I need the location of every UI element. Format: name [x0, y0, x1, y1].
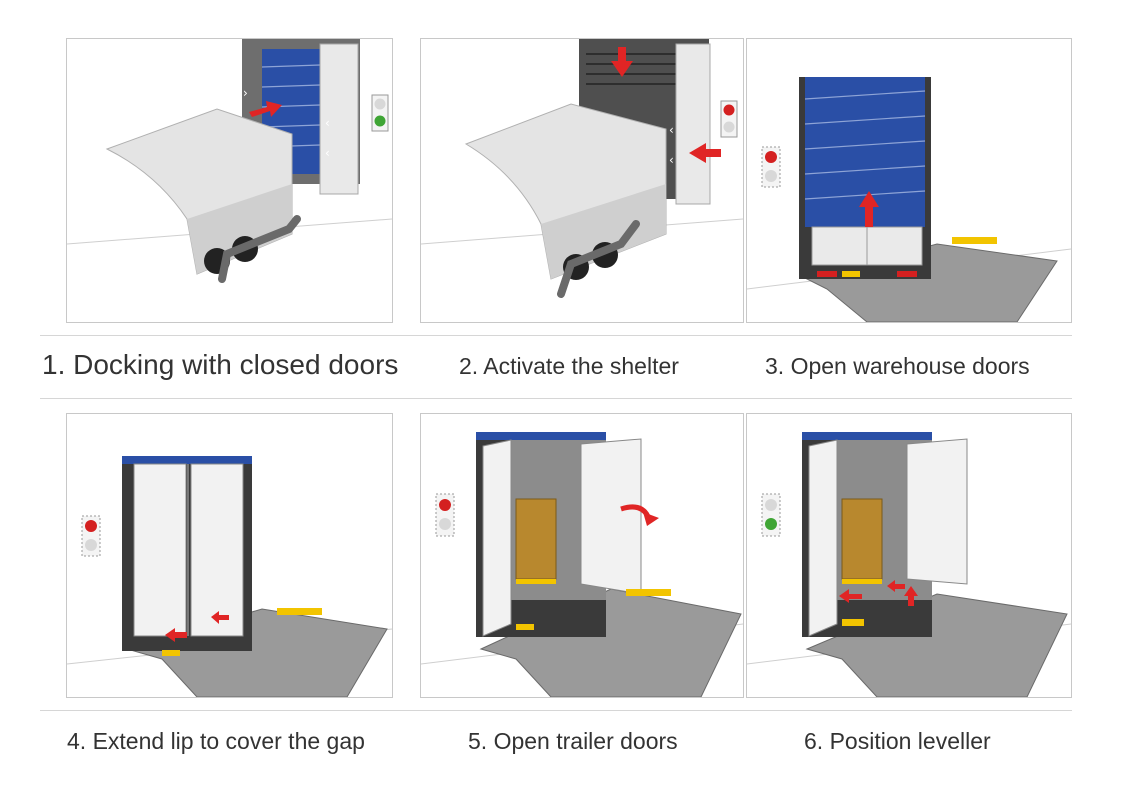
caption-step-3: 3. Open warehouse doors: [765, 353, 1030, 379]
step-4-illustration: [66, 413, 393, 698]
step-3-svg: [747, 77, 1071, 322]
arrow-left-icon: [839, 589, 862, 603]
cargo-box: [515, 498, 557, 580]
trailer-door-left: [482, 439, 512, 637]
step-6-svg: [747, 432, 1071, 697]
arrow-up-icon: [904, 586, 918, 606]
traffic-light-red-icon: [435, 493, 455, 537]
traffic-light-green-icon: [371, 94, 389, 132]
step-6-illustration: [746, 413, 1072, 698]
dock-platform: [805, 593, 1068, 697]
caption-step-4: 4. Extend lip to cover the gap: [67, 728, 365, 754]
hazard-strip: [626, 589, 671, 596]
hazard-strip: [842, 619, 864, 626]
divider-top: [40, 335, 1072, 336]
arrow-left-icon-2: [887, 580, 905, 592]
step-2-illustration: ‹ ‹: [420, 38, 744, 323]
step-5-illustration: [420, 413, 744, 698]
svg-text:‹: ‹: [325, 116, 330, 130]
caption-step-6: 6. Position leveller: [804, 728, 991, 754]
step-4-svg: [67, 456, 392, 697]
cargo-box: [841, 498, 883, 580]
caption-step-2: 2. Activate the shelter: [459, 353, 679, 379]
step-5-svg: [421, 432, 743, 697]
traffic-light-red-icon: [81, 515, 101, 557]
arrow-left-icon: [689, 143, 721, 163]
arrow-left-icon-2: [211, 611, 229, 624]
step-1-svg: › ‹ ‹: [67, 39, 392, 283]
step-2-svg: ‹ ‹: [421, 39, 743, 298]
wall-post: [675, 43, 711, 205]
hazard-strip-2: [842, 271, 860, 277]
arrow-down-icon: [611, 47, 633, 77]
arrow-up-icon: [859, 191, 879, 227]
traffic-light-red-icon: [761, 146, 781, 188]
caption-step-1: 1. Docking with closed doors: [42, 349, 399, 380]
hazard-strip-2: [162, 650, 180, 656]
step-1-illustration: › ‹ ‹: [66, 38, 393, 323]
divider-bottom: [40, 710, 1072, 711]
trailer-door-left: [133, 463, 187, 637]
divider-middle: [40, 398, 1072, 399]
trailer-door-right: [190, 463, 244, 637]
svg-text:‹: ‹: [669, 153, 674, 167]
wall-post: [319, 43, 359, 195]
svg-text:›: ›: [243, 86, 248, 100]
hazard-strip-2: [516, 624, 534, 630]
caption-step-5: 5. Open trailer doors: [468, 728, 678, 754]
arrow-icon: [249, 101, 282, 117]
step-3-illustration: [746, 38, 1072, 323]
svg-text:‹: ‹: [325, 146, 330, 160]
svg-text:‹: ‹: [669, 123, 674, 137]
hazard-strip: [952, 237, 997, 244]
trailer-door-right: [906, 438, 968, 585]
trailer-door-left: [808, 439, 838, 637]
traffic-light-green-icon: [761, 493, 781, 537]
arrow-left-icon: [165, 628, 187, 642]
hazard-strip: [277, 608, 322, 615]
traffic-light-red-icon: [720, 100, 738, 138]
trailer-door-right: [580, 438, 642, 595]
